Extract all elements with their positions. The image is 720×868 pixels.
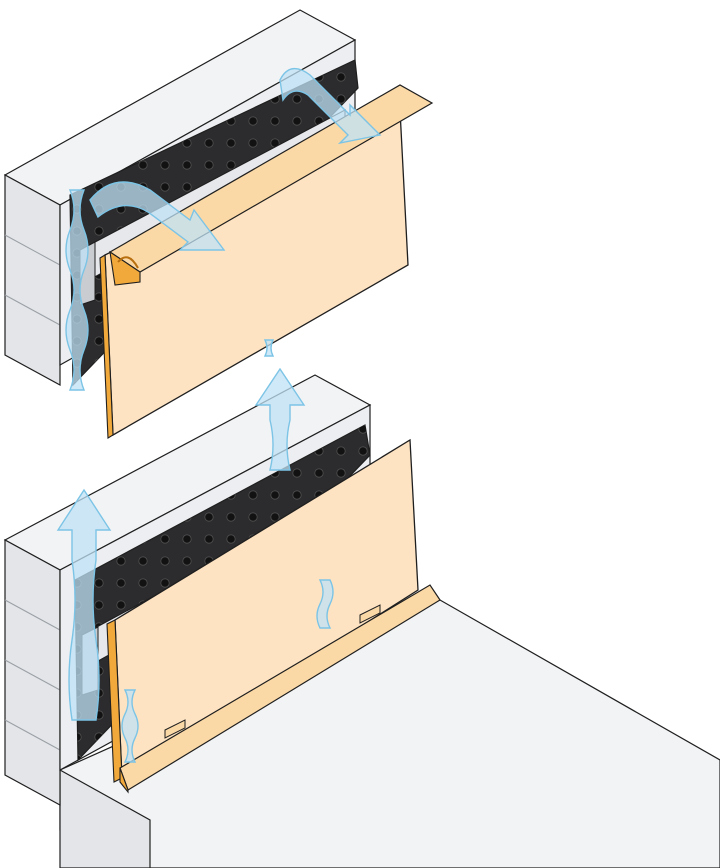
- airflow-arrow-icon: [254, 367, 306, 471]
- airflow-arrow-icon: [56, 488, 112, 721]
- lower-base-trim: [119, 584, 441, 794]
- floor-slab: [59, 599, 720, 868]
- wavy-airflow-icon: [263, 339, 275, 357]
- wavy-airflow-icon: [121, 689, 139, 763]
- wavy-airflow-icon: [65, 189, 89, 391]
- airflow-arrow-icon: [89, 181, 226, 251]
- airflow-arrow-icon: [279, 67, 382, 145]
- wavy-airflow-icon: [316, 579, 334, 629]
